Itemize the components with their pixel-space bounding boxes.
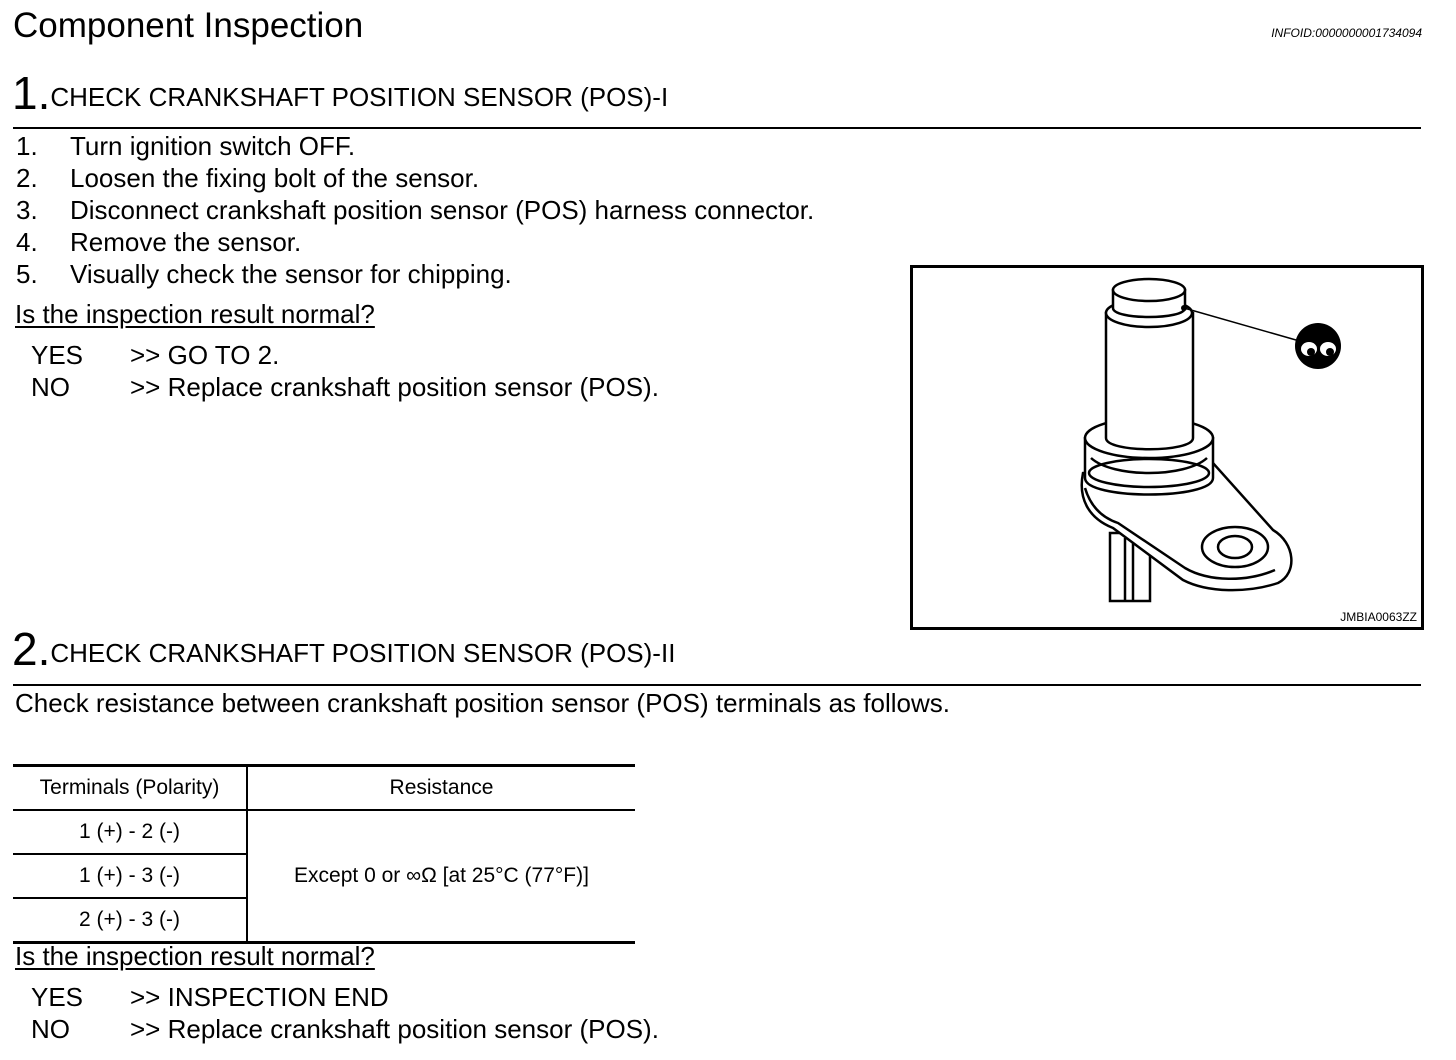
- step2-no-row: NO >> Replace crankshaft position sensor …: [31, 1014, 659, 1045]
- table-header: Resistance: [247, 764, 635, 811]
- step2-yes-row: YES >> INSPECTION END: [31, 982, 389, 1013]
- sensor-figure: JMBIA0063ZZ: [910, 265, 1424, 630]
- yes-label: YES: [31, 982, 84, 1012]
- step2-number: 2.: [12, 623, 51, 675]
- terminal-cell: 2 (+) - 3 (-): [13, 898, 248, 944]
- item-number: 5.: [16, 259, 38, 289]
- step1-item: 3. Disconnect crankshaft position sensor …: [16, 195, 814, 226]
- table-row: 2 (+) - 3 (-): [13, 898, 635, 944]
- step1-divider: [13, 127, 1421, 129]
- item-text: Disconnect crankshaft position sensor (P…: [70, 195, 815, 225]
- step1-no-row: NO >> Replace crankshaft position sensor …: [31, 372, 659, 403]
- leader-line: [1183, 307, 1297, 341]
- step2-heading: 2.CHECK CRANKSHAFT POSITION SENSOR (POS)…: [12, 622, 675, 676]
- no-label: NO: [31, 1014, 70, 1044]
- item-number: 1.: [16, 131, 38, 161]
- step1-title: CHECK CRANKSHAFT POSITION SENSOR (POS)-I: [50, 82, 669, 112]
- no-text: >> Replace crankshaft position sensor (P…: [130, 1014, 659, 1044]
- item-number: 3.: [16, 195, 38, 225]
- figure-code: JMBIA0063ZZ: [1340, 610, 1417, 624]
- crankshaft-sensor-illustration: [1080, 277, 1341, 603]
- info-id: INFOID:0000000001734094: [1271, 26, 1422, 40]
- step2-intro: Check resistance between crankshaft posi…: [15, 688, 950, 718]
- table-row: 1 (+) - 3 (-): [13, 854, 635, 899]
- item-text: Turn ignition switch OFF.: [70, 131, 356, 161]
- step1-item: 4. Remove the sensor.: [16, 227, 301, 258]
- yes-text: >> INSPECTION END: [130, 982, 389, 1012]
- step1-number: 1.: [12, 67, 51, 119]
- step2-divider: [13, 684, 1421, 686]
- inspection-eyes-icon: [1295, 323, 1341, 369]
- table-row: 1 (+) - 2 (-) Except 0 or ∞Ω [at 25°C (7…: [13, 810, 635, 944]
- item-text: Loosen the fixing bolt of the sensor.: [70, 163, 480, 193]
- item-number: 4.: [16, 227, 38, 257]
- item-number: 2.: [16, 163, 38, 193]
- terminal-cell: 1 (+) - 2 (-): [13, 810, 248, 855]
- item-text: Visually check the sensor for chipping.: [70, 259, 512, 289]
- step1-item: 1. Turn ignition switch OFF.: [16, 131, 355, 162]
- step1-heading: 1.CHECK CRANKSHAFT POSITION SENSOR (POS)…: [12, 66, 668, 120]
- step2-question: Is the inspection result normal?: [15, 941, 375, 971]
- page-title: Component Inspection: [13, 6, 364, 45]
- step2-title: CHECK CRANKSHAFT POSITION SENSOR (POS)-I…: [50, 638, 676, 668]
- yes-text: >> GO TO 2.: [130, 340, 280, 370]
- step1-question: Is the inspection result normal?: [15, 299, 375, 329]
- item-text: Remove the sensor.: [70, 227, 302, 257]
- no-text: >> Replace crankshaft position sensor (P…: [130, 372, 659, 402]
- terminal-cell: 1 (+) - 3 (-): [13, 854, 248, 899]
- table-header-row: Terminals (Polarity) Resistance: [13, 764, 635, 811]
- step1-item: 5. Visually check the sensor for chipping…: [16, 259, 512, 290]
- step1-item: 2. Loosen the fixing bolt of the sensor.: [16, 163, 479, 194]
- resistance-table: Terminals (Polarity) Resistance 1 (+) - …: [13, 764, 635, 944]
- step1-yes-row: YES >> GO TO 2.: [31, 340, 279, 371]
- resistance-cell: Except 0 or ∞Ω [at 25°C (77°F)]: [247, 810, 635, 944]
- no-label: NO: [31, 372, 70, 402]
- table-header: Terminals (Polarity): [13, 764, 248, 811]
- yes-label: YES: [31, 340, 84, 370]
